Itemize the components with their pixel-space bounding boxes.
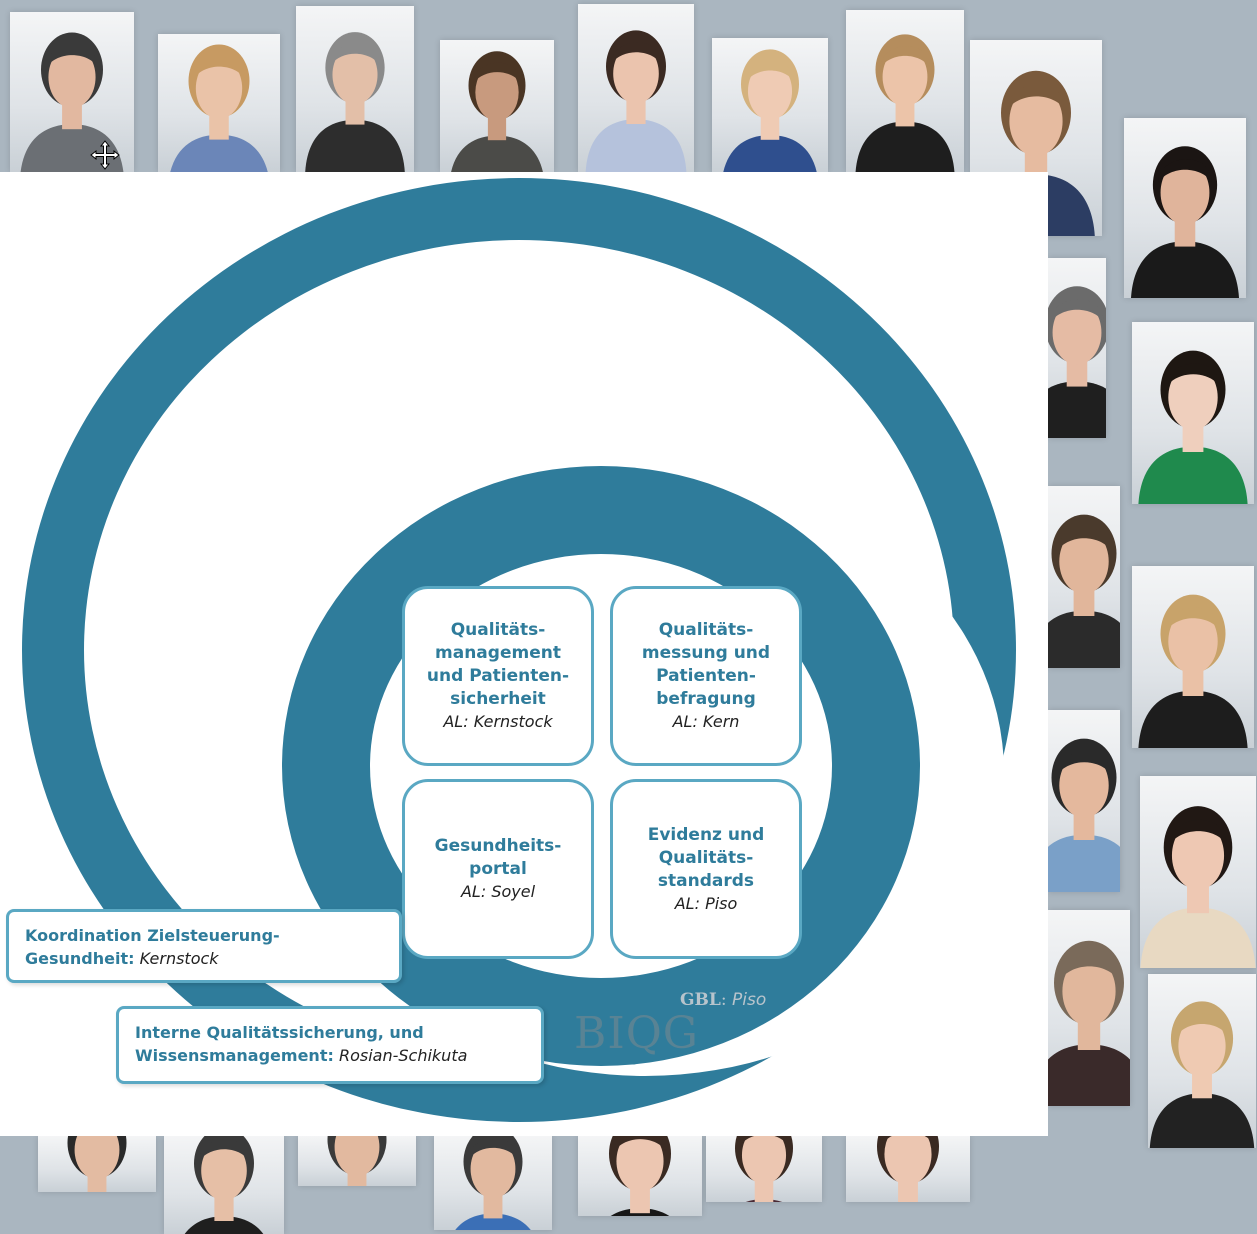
callout-role: Gesundheit:: [25, 949, 135, 968]
department-lead: AL: Kern: [673, 711, 740, 733]
portrait-photo: [846, 10, 964, 172]
department-box-gesundheitsportal: Gesundheits- portal AL: Soyel: [402, 779, 594, 959]
callout-person: Rosian-Schikuta: [338, 1046, 468, 1065]
person-portrait-icon: [1149, 1001, 1255, 1148]
portrait-photo: [706, 1136, 822, 1202]
department-lead: AL: Piso: [675, 893, 738, 915]
person-portrait-icon: [1048, 286, 1106, 438]
person-portrait-icon: [455, 1136, 531, 1230]
move-cursor-icon: [90, 140, 120, 170]
person-portrait-icon: [327, 1136, 387, 1186]
lead-name: Piso: [705, 893, 738, 913]
portrait-photo: [1140, 776, 1256, 968]
person-portrait-icon: [1048, 738, 1120, 892]
person-portrait-icon: [609, 1136, 671, 1216]
portrait-photo: [846, 1136, 970, 1202]
lead-name: Kern: [702, 712, 740, 731]
person-portrait-icon: [1131, 146, 1239, 298]
portrait-photo: [1048, 710, 1120, 892]
person-portrait-icon: [877, 1136, 939, 1202]
department-box-qualitaetsmessung: Qualitäts- messung und Patienten- befrag…: [610, 586, 802, 766]
callout-role: Wissensmanagement:: [135, 1046, 334, 1065]
callout-title: Interne Qualitätssicherung, und: [135, 1023, 424, 1042]
portrait-photo: [158, 34, 280, 172]
portrait-photo: [712, 38, 828, 172]
callout-interne: Interne Qualitätssicherung, und Wissensm…: [116, 1006, 544, 1084]
department-box-qualitaetsmanagement: Qualitäts- management und Patienten- sic…: [402, 586, 594, 766]
callout-person: Kernstock: [139, 949, 219, 968]
department-box-evidenz: Evidenz und Qualitäts- standards AL: Pis…: [610, 779, 802, 959]
portrait-photo: [1132, 322, 1254, 504]
portrait-photo: [1048, 486, 1120, 668]
portrait-photo: [1048, 910, 1130, 1106]
lead-label: AL:: [443, 712, 469, 731]
person-portrait-icon: [1138, 350, 1248, 504]
gbl-name: Piso: [731, 990, 767, 1010]
person-portrait-icon: [184, 1136, 264, 1234]
portrait-photo: [1148, 974, 1256, 1148]
portrait-photo: [38, 1136, 156, 1192]
person-portrait-icon: [305, 32, 405, 172]
department-name: Gesundheits- portal: [434, 836, 562, 879]
portrait-photo: [10, 12, 134, 172]
person-portrait-icon: [1048, 514, 1120, 668]
gbl-label-text: GBL: [680, 990, 721, 1010]
lead-name: Soyel: [491, 882, 536, 901]
portrait-photo: [164, 1136, 284, 1234]
person-portrait-icon: [170, 44, 268, 172]
person-portrait-icon: [723, 49, 817, 172]
person-portrait-icon: [20, 32, 124, 172]
department-lead: AL: Soyel: [461, 881, 535, 903]
department-name: Qualitäts- messung und Patienten- befrag…: [641, 620, 771, 709]
lead-label: AL:: [674, 893, 700, 913]
portrait-photo: [434, 1136, 552, 1230]
person-portrait-icon: [67, 1136, 127, 1192]
portrait-photo: [1124, 118, 1246, 298]
portrait-photo: [440, 40, 554, 172]
person-portrait-icon: [855, 34, 955, 172]
department-name: Qualitäts- management und Patienten- sic…: [426, 620, 570, 709]
portrait-photo: [1048, 258, 1106, 438]
person-portrait-icon: [735, 1136, 793, 1202]
person-portrait-icon: [585, 30, 687, 172]
person-portrait-icon: [1048, 940, 1130, 1106]
department-name: Evidenz und Qualitäts- standards: [647, 824, 765, 891]
lead-label: AL:: [672, 712, 698, 731]
portrait-photo: [1132, 566, 1254, 748]
organization-diagram: Qualitäts- management und Patienten- sic…: [0, 172, 1048, 1136]
biqg-wordmark: BIQG: [574, 1008, 699, 1059]
person-portrait-icon: [1138, 594, 1248, 748]
lead-label: AL:: [460, 882, 487, 901]
portrait-photo: [578, 1136, 702, 1216]
lead-name: Kernstock: [473, 712, 553, 731]
callout-koordination: Koordination Zielsteuerung- Gesundheit: …: [6, 909, 402, 983]
gbl-label: GBL: Piso: [680, 990, 767, 1010]
department-lead: AL: Kernstock: [443, 711, 552, 733]
callout-title: Koordination Zielsteuerung-: [25, 926, 280, 945]
portrait-photo: [578, 4, 694, 172]
portrait-photo: [296, 6, 414, 172]
person-portrait-icon: [451, 51, 543, 172]
person-portrait-icon: [1140, 806, 1256, 968]
portrait-photo: [298, 1136, 416, 1186]
